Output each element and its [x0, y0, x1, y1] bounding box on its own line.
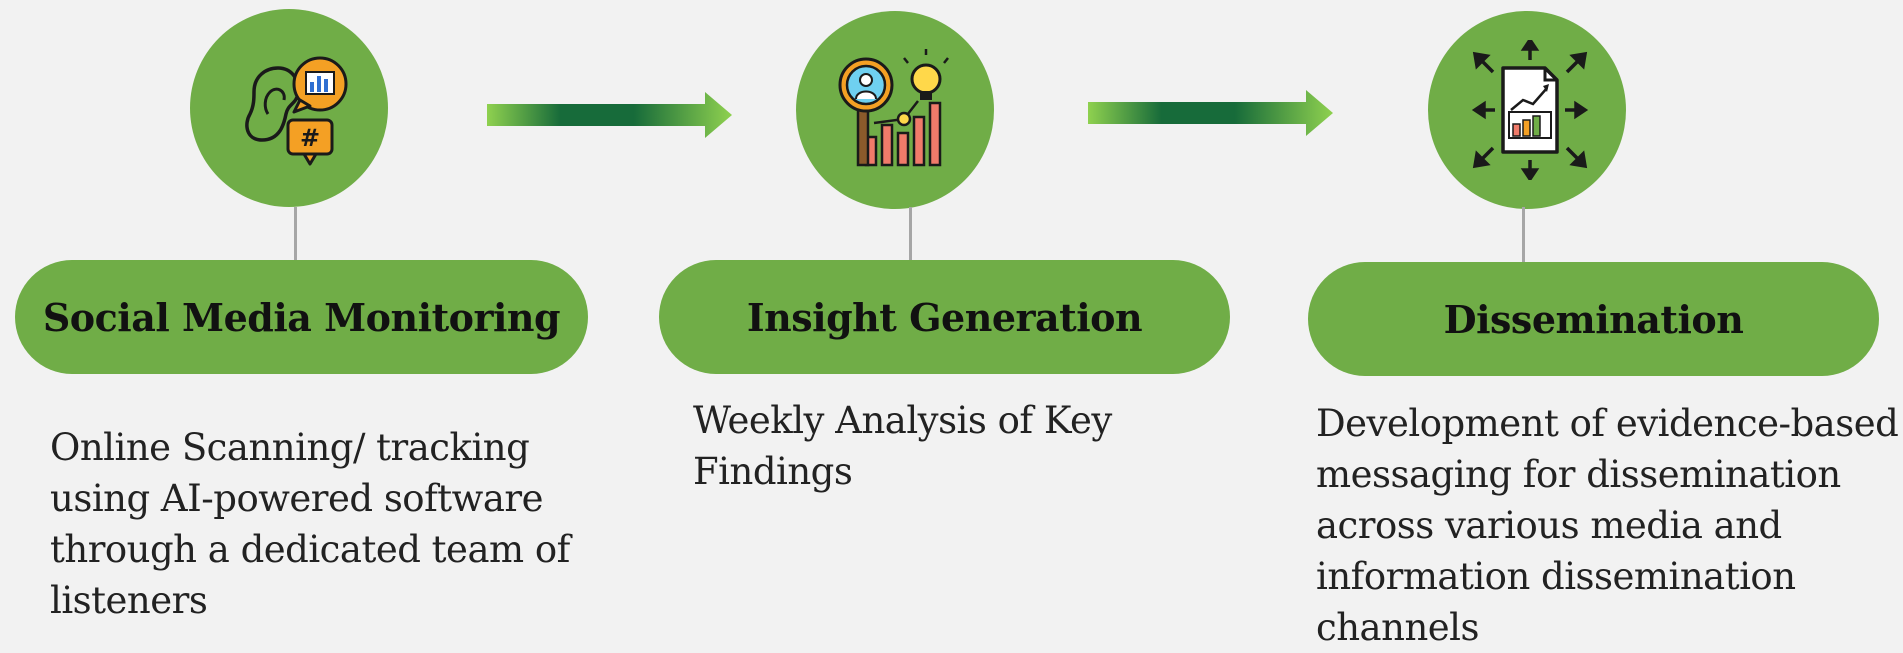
step-1-pill: Social Media Monitoring [15, 260, 588, 374]
step-3-connector [1522, 207, 1525, 262]
step-1-icon-circle: # [190, 9, 388, 207]
step-1-description-line: using AI-powered software [50, 477, 543, 520]
step-3-title: Dissemination [1443, 296, 1744, 342]
step-1-title: Social Media Monitoring [42, 294, 561, 340]
gradient-right-arrow-icon [487, 92, 732, 138]
step-3-pill: Dissemination [1308, 262, 1879, 376]
magnifier-lightbulb-chart-icon [838, 49, 949, 167]
ear-with-speech-bubbles-icon: # [245, 56, 348, 166]
step-3-description-line: channels [1316, 606, 1480, 649]
step-2-description: Weekly Analysis of Key Findings [693, 395, 1112, 497]
step-2-description-line: Weekly Analysis of Key [693, 399, 1112, 442]
step-1-description-line: Online Scanning/ tracking [50, 426, 530, 469]
document-chart-broadcast-icon [1471, 40, 1589, 180]
step-2-connector [909, 207, 912, 260]
step-2-description-line: Findings [693, 450, 853, 493]
step-3-description-line: across various media and [1316, 504, 1782, 547]
step-1-connector [294, 207, 297, 260]
step-3-icon-circle [1428, 11, 1626, 209]
step-3-description-line: information dissemination [1316, 555, 1796, 598]
step-2-pill: Insight Generation [659, 260, 1230, 374]
step-3-description: Development of evidence-based messaging … [1316, 398, 1899, 653]
step-1-description-line: listeners [50, 579, 208, 622]
step-1-description: Online Scanning/ tracking using AI-power… [50, 422, 570, 626]
svg-text:#: # [300, 124, 320, 152]
step-3-description-line: messaging for dissemination [1316, 453, 1841, 496]
step-2-icon-circle [796, 11, 994, 209]
gradient-right-arrow-icon [1088, 90, 1333, 136]
step-2-title: Insight Generation [746, 294, 1143, 340]
step-1-description-line: through a dedicated team of [50, 528, 570, 571]
step-3-description-line: Development of evidence-based [1316, 402, 1899, 445]
